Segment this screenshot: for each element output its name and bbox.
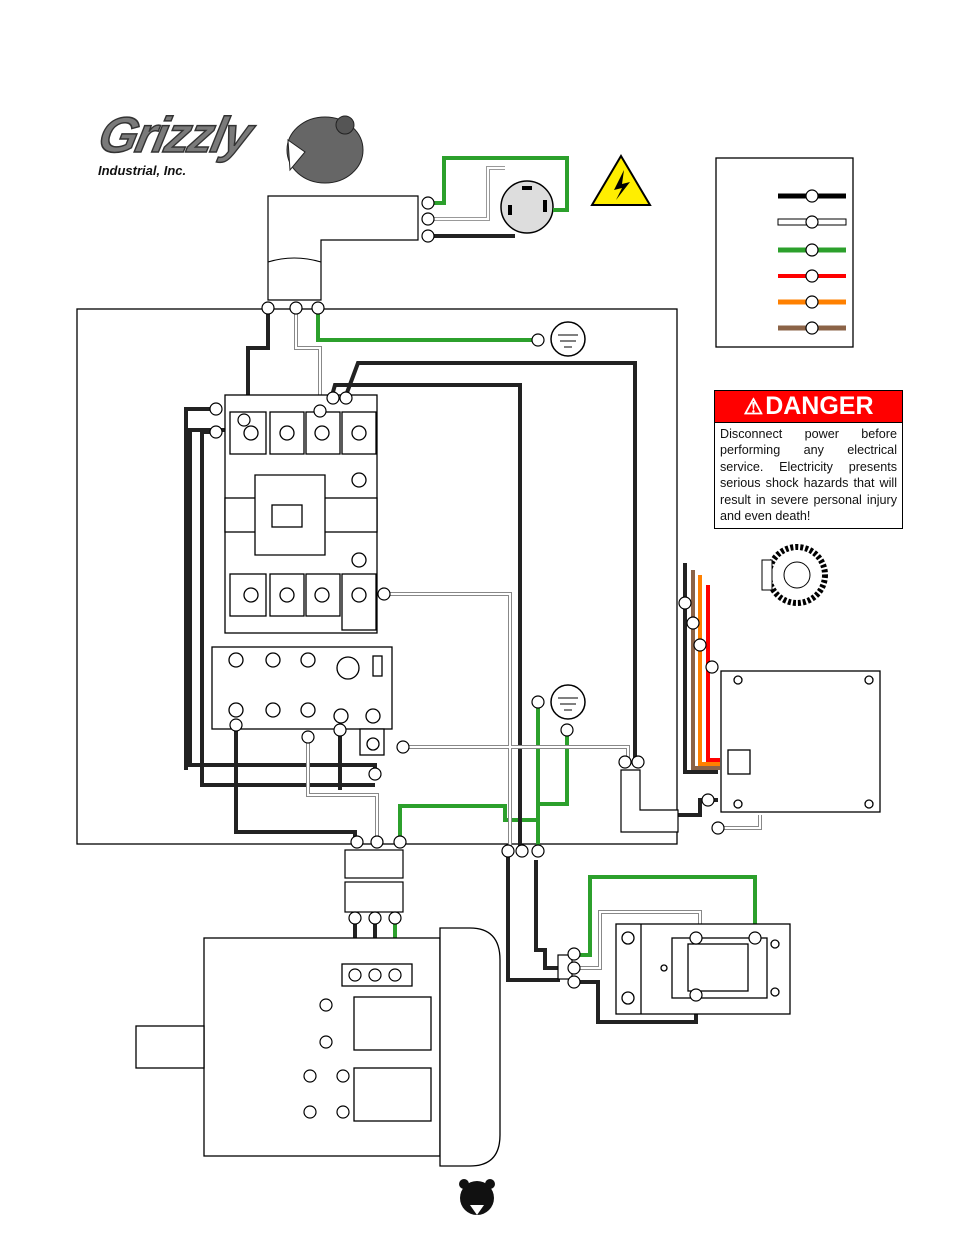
motor xyxy=(135,927,501,1167)
magnetic-contactor xyxy=(224,394,378,634)
danger-body-text: Disconnect power before performing any e… xyxy=(720,427,897,524)
ground-terminal-icon xyxy=(550,684,586,720)
electrical-hazard-icon xyxy=(590,154,652,206)
footer-bear-icon xyxy=(459,1179,495,1215)
power-cord xyxy=(267,195,419,301)
overload-relay xyxy=(211,646,393,756)
logo-subtitle: Industrial, Inc. xyxy=(98,163,187,178)
wire-color-legend xyxy=(715,157,854,348)
ground-terminal-icon xyxy=(550,321,586,357)
thermal-protector-icon xyxy=(761,544,828,606)
danger-heading: ⚠DANGER xyxy=(715,391,902,423)
warning-triangle-icon: ⚠ xyxy=(743,394,764,419)
switch-box xyxy=(720,670,881,813)
danger-warning-box: ⚠DANGER Disconnect power before performi… xyxy=(714,390,903,529)
power-plug-icon xyxy=(500,180,554,234)
bear-logo-icon xyxy=(286,115,364,184)
magnetic-switch xyxy=(615,923,791,1015)
danger-heading-text: DANGER xyxy=(765,392,874,420)
